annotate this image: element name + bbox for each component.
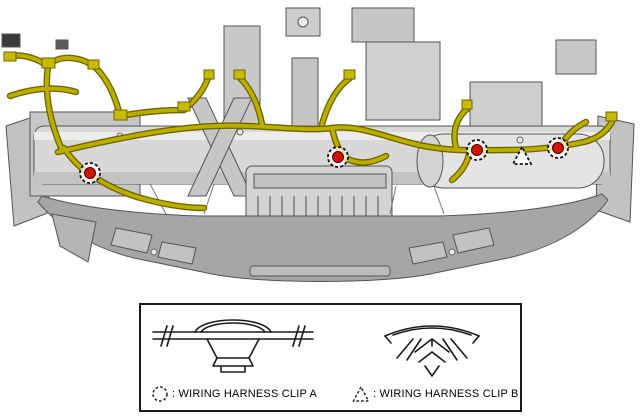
clip-a-marker (327, 146, 349, 168)
legend-clip-a-label: : WIRING HARNESS CLIP A (172, 388, 317, 400)
dashboard-structure (1, 7, 635, 282)
clip-b-marker (511, 145, 533, 165)
markers-layer (79, 137, 569, 184)
instrument-panel-illustration (1, 7, 635, 282)
clip-a-marker (79, 162, 101, 184)
legend-box: : WIRING HARNESS CLIP A : WIRING HARNESS… (139, 303, 522, 412)
legend-clip-drawings (152, 319, 480, 377)
clip-b-drawing (384, 325, 480, 377)
clip-a-icon (152, 386, 168, 402)
clip-b-icon (352, 385, 370, 402)
wiring-harness (3, 51, 618, 208)
legend-clip-b-label: : WIRING HARNESS CLIP B (372, 388, 519, 400)
legend-clip-b: : WIRING HARNESS CLIP B (352, 385, 519, 403)
clip-a-marker (466, 139, 488, 161)
clip-a-marker (547, 137, 569, 159)
legend-clip-a: : WIRING HARNESS CLIP A (151, 385, 317, 403)
clip-a-drawing (152, 319, 314, 373)
legend-labels: : WIRING HARNESS CLIP A : WIRING HARNESS… (151, 385, 519, 403)
